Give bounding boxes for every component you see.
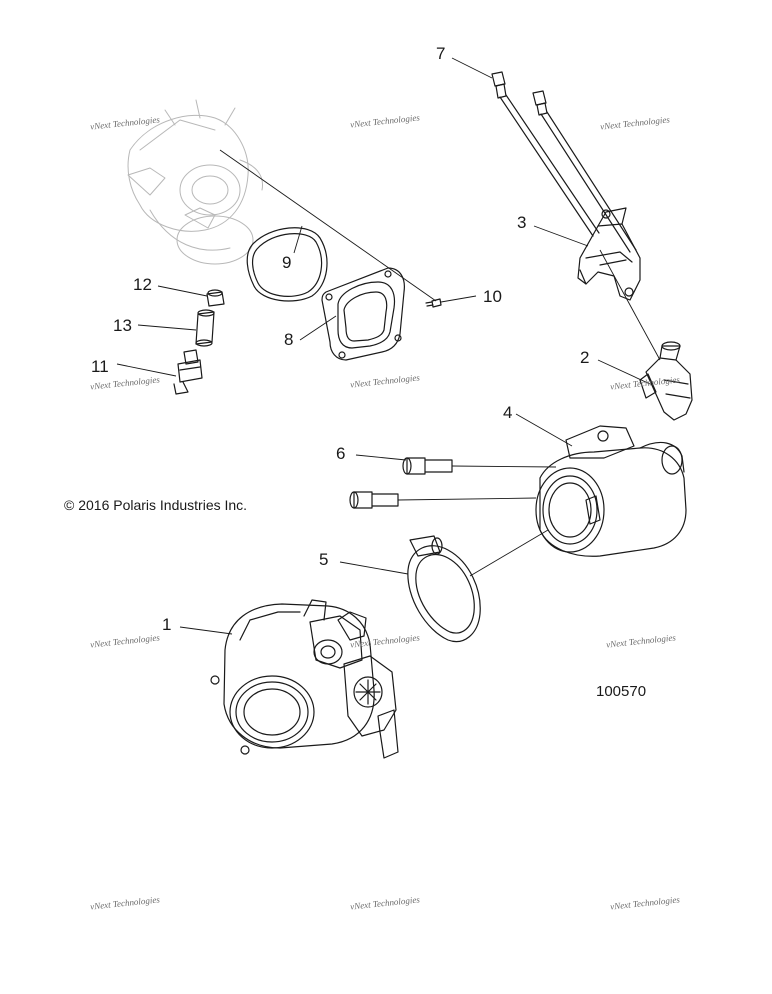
leader-6 [355,454,407,461]
leader-2 [597,359,651,385]
leader-7 [451,57,493,79]
leader-10 [440,295,477,303]
copyright-notice: © 2016 Polaris Industries Inc. [64,497,248,513]
callout-12: 12 [133,275,152,294]
leader-8 [299,315,337,341]
adapter-plate-8 [321,267,405,361]
leader-5 [339,561,409,575]
leader-9 [293,225,303,254]
injector-2 [639,341,693,421]
callout-13: 13 [113,316,132,335]
callout-5: 5 [319,550,329,569]
leader-11 [116,363,177,377]
leader-10b [219,149,437,302]
intake-boot-4 [535,425,687,557]
leader-6b [451,465,557,468]
leader-boot-clamp [469,529,549,577]
leader-13 [137,324,197,331]
fitting-12 [206,289,225,307]
callout-1: 1 [162,615,172,634]
leader-3 [533,225,589,247]
callout-10: 10 [483,287,502,306]
hose-13 [195,309,215,347]
callout-4: 4 [503,403,513,422]
leader-1 [179,626,233,635]
leader-injector [599,249,661,361]
bolts-6 [349,457,453,509]
engine-ghost-outline [127,99,264,265]
callout-7: 7 [436,44,446,63]
callout-2: 2 [580,348,590,367]
bolts-7 [491,71,637,253]
hose-clamp-5 [407,535,481,643]
callout-8: 8 [284,330,294,349]
bracket-3 [577,207,641,301]
callout-6: 6 [336,444,346,463]
leader-4 [515,413,573,447]
throttle-body-1 [210,599,399,759]
callout-3: 3 [517,213,527,232]
screw-10 [425,298,442,308]
diagram-number: 100570 [596,683,647,700]
leader-6c [397,497,537,501]
leader-12 [157,285,208,297]
callout-11: 11 [91,357,109,376]
callout-9: 9 [282,253,292,272]
check-valve-11 [173,349,203,395]
